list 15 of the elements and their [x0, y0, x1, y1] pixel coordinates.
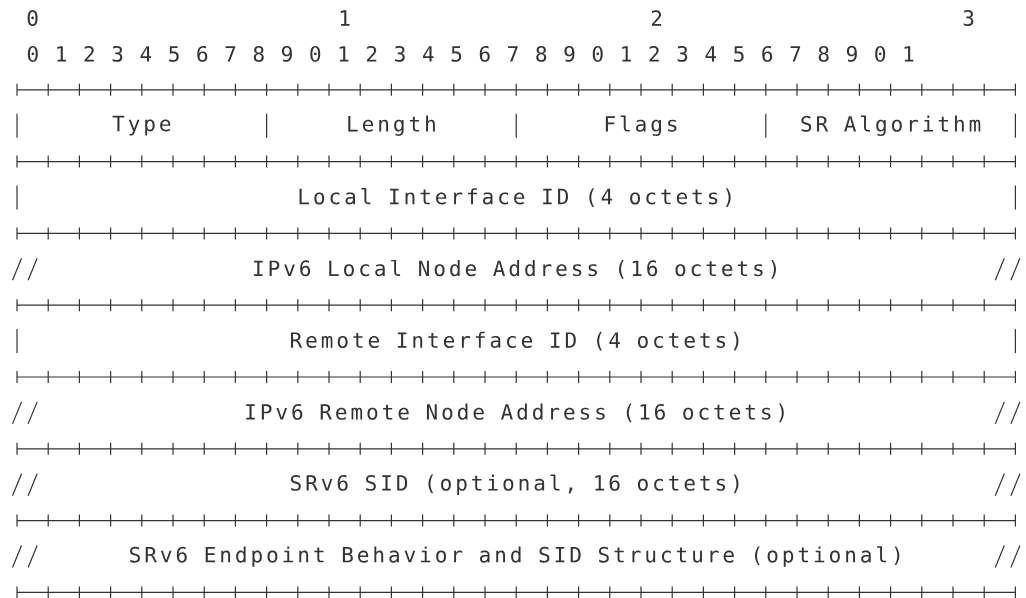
packet-field: Local Interface ID (4 octets) — [299, 188, 731, 207]
packet-field: Flags — [605, 115, 677, 136]
packet-field: Type — [112, 115, 171, 136]
packet-field: IPv6 Local Node Address (16 octets) — [254, 259, 776, 279]
bit-number: 1 — [340, 10, 350, 26]
bit-number: 2 — [651, 10, 662, 26]
bit-number: 0 1 2 3 4 5 6 7 8 9 0 1 2 3 4 5 6 7 8 9 0 1 2 3 4 5 6 7 8 9 0 1 — [27, 45, 914, 62]
packet-field: Remote Interface ID (4 octets) — [291, 331, 739, 351]
packet-field: SRv6 SID (optional, 16 octets) — [290, 474, 739, 495]
packet-field: SRv6 Endpoint Behavior and SID Structure (optional) — [130, 546, 900, 567]
bit-number: 3 — [963, 10, 974, 26]
bit-number: 0 — [27, 10, 38, 26]
packet-field: Length — [348, 115, 435, 136]
packet-field: SR Algorithm — [801, 115, 981, 136]
packet-field: IPv6 Remote Node Address (16 octets) — [246, 403, 784, 423]
